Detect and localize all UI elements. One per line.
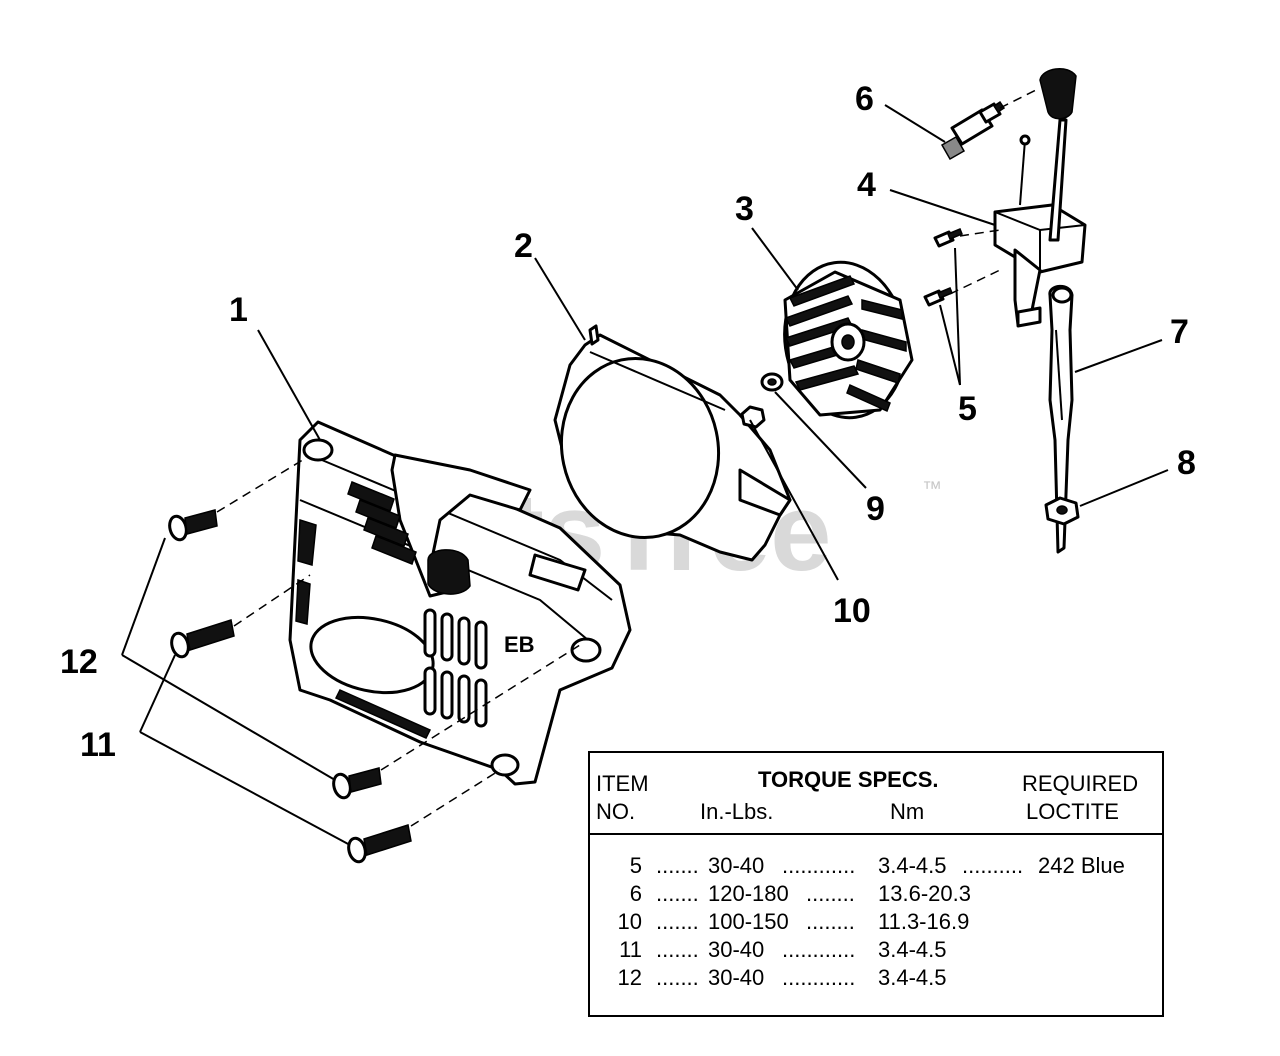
callout-4: 4	[857, 166, 876, 204]
cell-leader: ............	[782, 937, 856, 962]
table-row: 12 ....... 30-40 ............ 3.4-4.5	[590, 965, 1162, 993]
callout-7: 7	[1170, 313, 1189, 351]
callout-9: 9	[866, 490, 885, 528]
part-4-ignition-module[interactable]	[993, 134, 1087, 328]
cell-in-lbs: 100-150	[708, 909, 789, 934]
header-nm: Nm	[890, 799, 925, 824]
cell-in-lbs: 30-40	[708, 853, 765, 878]
part-9-washer[interactable]	[760, 372, 784, 392]
spark-plug-boot[interactable]	[1039, 68, 1077, 242]
watermark-trademark: ™	[922, 478, 942, 500]
callout-2: 2	[514, 227, 533, 265]
cell-item: 11	[619, 937, 642, 962]
cell-nm: 3.4-4.5	[878, 937, 947, 962]
part-8-nut[interactable]	[1044, 496, 1080, 526]
cell-leader: .......	[656, 853, 699, 878]
part-5-screws[interactable]	[923, 228, 963, 307]
cell-nm: 11.3-16.9	[878, 909, 970, 934]
table-header: ITEM NO. TORQUE SPECS. In.-Lbs. Nm REQUI…	[590, 753, 1162, 835]
part-3-flywheel[interactable]	[775, 254, 916, 425]
header-no: NO.	[596, 799, 636, 824]
table-row: 10 ....... 100-150 ........ 11.3-16.9	[590, 909, 1162, 937]
cell-in-lbs: 30-40	[708, 965, 765, 990]
cell-leader: .......	[656, 965, 699, 990]
callouts: 1 2 3 4 5 6 7 8 9 10 11 12	[60, 80, 1196, 764]
cell-item: 5	[629, 853, 642, 878]
callout-5: 5	[958, 390, 977, 428]
callout-6: 6	[855, 80, 874, 118]
top-vents	[347, 481, 417, 565]
callout-11: 11	[80, 726, 116, 764]
cell-item: 12	[617, 965, 642, 990]
cell-leader: ............	[782, 965, 856, 990]
part-6-spark-plug[interactable]	[940, 100, 1006, 161]
callout-3: 3	[735, 190, 754, 228]
header-item: ITEM	[596, 771, 649, 796]
side-vents	[423, 608, 488, 728]
table-body: 5 ....... 30-40 ............ 3.4-4.5 ...…	[590, 853, 1162, 993]
callout-1: 1	[229, 291, 248, 329]
part-2-shroud[interactable]	[545, 324, 792, 562]
cell-leader: ........	[806, 909, 855, 934]
part-1-starter-housing[interactable]: EB	[288, 420, 632, 786]
cell-in-lbs: 120-180	[708, 881, 789, 906]
table-row: 11 ....... 30-40 ............ 3.4-4.5	[590, 937, 1162, 965]
part-12-screws[interactable]	[167, 509, 382, 800]
part-10-nut[interactable]	[740, 405, 766, 429]
callout-10: 10	[833, 592, 871, 630]
table-row: 6 ....... 120-180 ........ 13.6-20.3	[590, 881, 1162, 909]
cell-item: 6	[629, 881, 642, 906]
header-in-lbs: In.-Lbs.	[700, 799, 774, 824]
header-torque-specs: TORQUE SPECS.	[758, 767, 939, 792]
cell-nm: 3.4-4.5	[878, 965, 947, 990]
header-loctite: LOCTITE	[1026, 799, 1119, 824]
leader-lines	[121, 104, 1169, 846]
cell-leader: .......	[656, 937, 699, 962]
callout-12: 12	[60, 643, 98, 681]
part-11-screws[interactable]	[169, 619, 412, 864]
cell-nm: 13.6-20.3	[878, 881, 971, 906]
table-row: 5 ....... 30-40 ............ 3.4-4.5 ...…	[590, 853, 1162, 881]
cell-leader: ........	[806, 881, 855, 906]
cell-loctite: 242 Blue	[1038, 853, 1125, 878]
cell-item: 10	[617, 909, 642, 934]
svg-text:EB: EB	[504, 632, 535, 657]
cell-leader: .......	[656, 909, 699, 934]
cell-nm: 3.4-4.5	[878, 853, 947, 878]
callout-8: 8	[1177, 444, 1196, 482]
header-required: REQUIRED	[1022, 771, 1139, 796]
part-7-ground-lead[interactable]	[1048, 284, 1074, 554]
assembly-lines	[216, 87, 1041, 827]
cell-in-lbs: 30-40	[708, 937, 765, 962]
cell-leader: ............	[782, 853, 856, 878]
torque-specs-table: ITEM NO. TORQUE SPECS. In.-Lbs. Nm REQUI…	[588, 751, 1164, 1017]
cell-leader: ..........	[962, 853, 1024, 878]
cell-leader: .......	[656, 881, 699, 906]
